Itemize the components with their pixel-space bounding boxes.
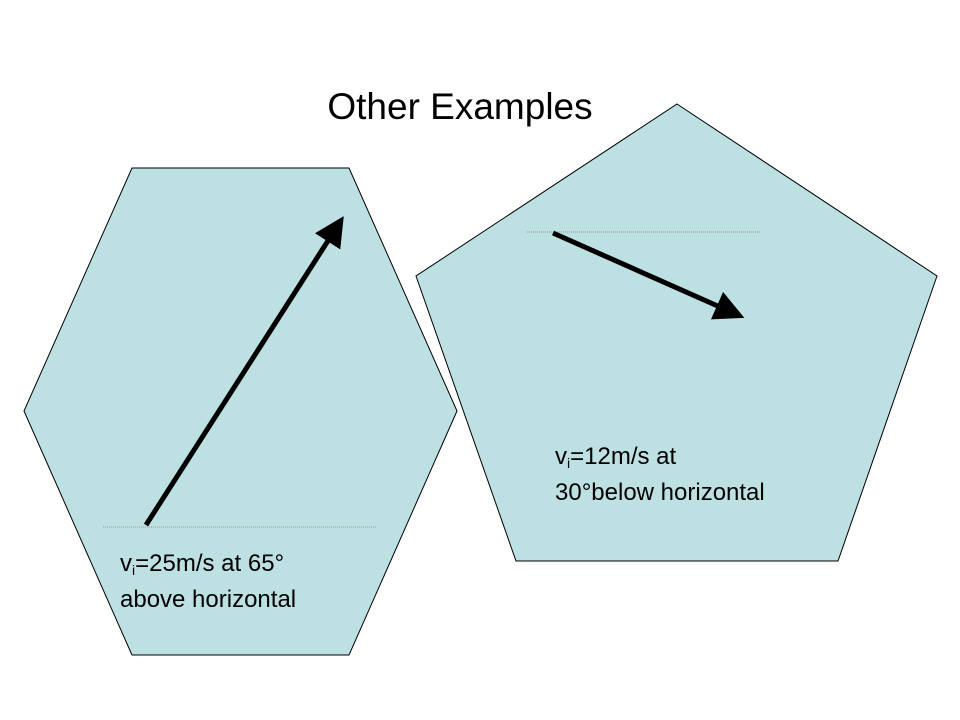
velocity-arrow-65-above — [143, 216, 344, 527]
variable-symbol: v — [555, 443, 567, 470]
variable-subscript: i — [567, 455, 571, 471]
pentagon-shape — [415, 103, 938, 562]
label-example-1: vi=25m/s at 65° above horizontal — [120, 549, 296, 614]
velocity-value: =12m/s at — [570, 443, 677, 470]
slide-title: Other Examples — [327, 86, 593, 127]
velocity-value: =25m/s at 65° — [135, 550, 285, 577]
variable-symbol: v — [120, 550, 132, 577]
label-line-2: above horizontal — [120, 586, 297, 613]
label-line-1: vi=25m/s at 65° — [120, 549, 296, 585]
velocity-arrow-30-below — [551, 230, 745, 320]
label-example-2: vi=12m/s at 30°below horizontal — [555, 442, 765, 507]
hexagon-shape — [23, 167, 458, 656]
label-line-1: vi=12m/s at — [555, 442, 765, 478]
label-line-2: 30°below horizontal — [555, 479, 765, 506]
variable-subscript: i — [132, 562, 136, 578]
